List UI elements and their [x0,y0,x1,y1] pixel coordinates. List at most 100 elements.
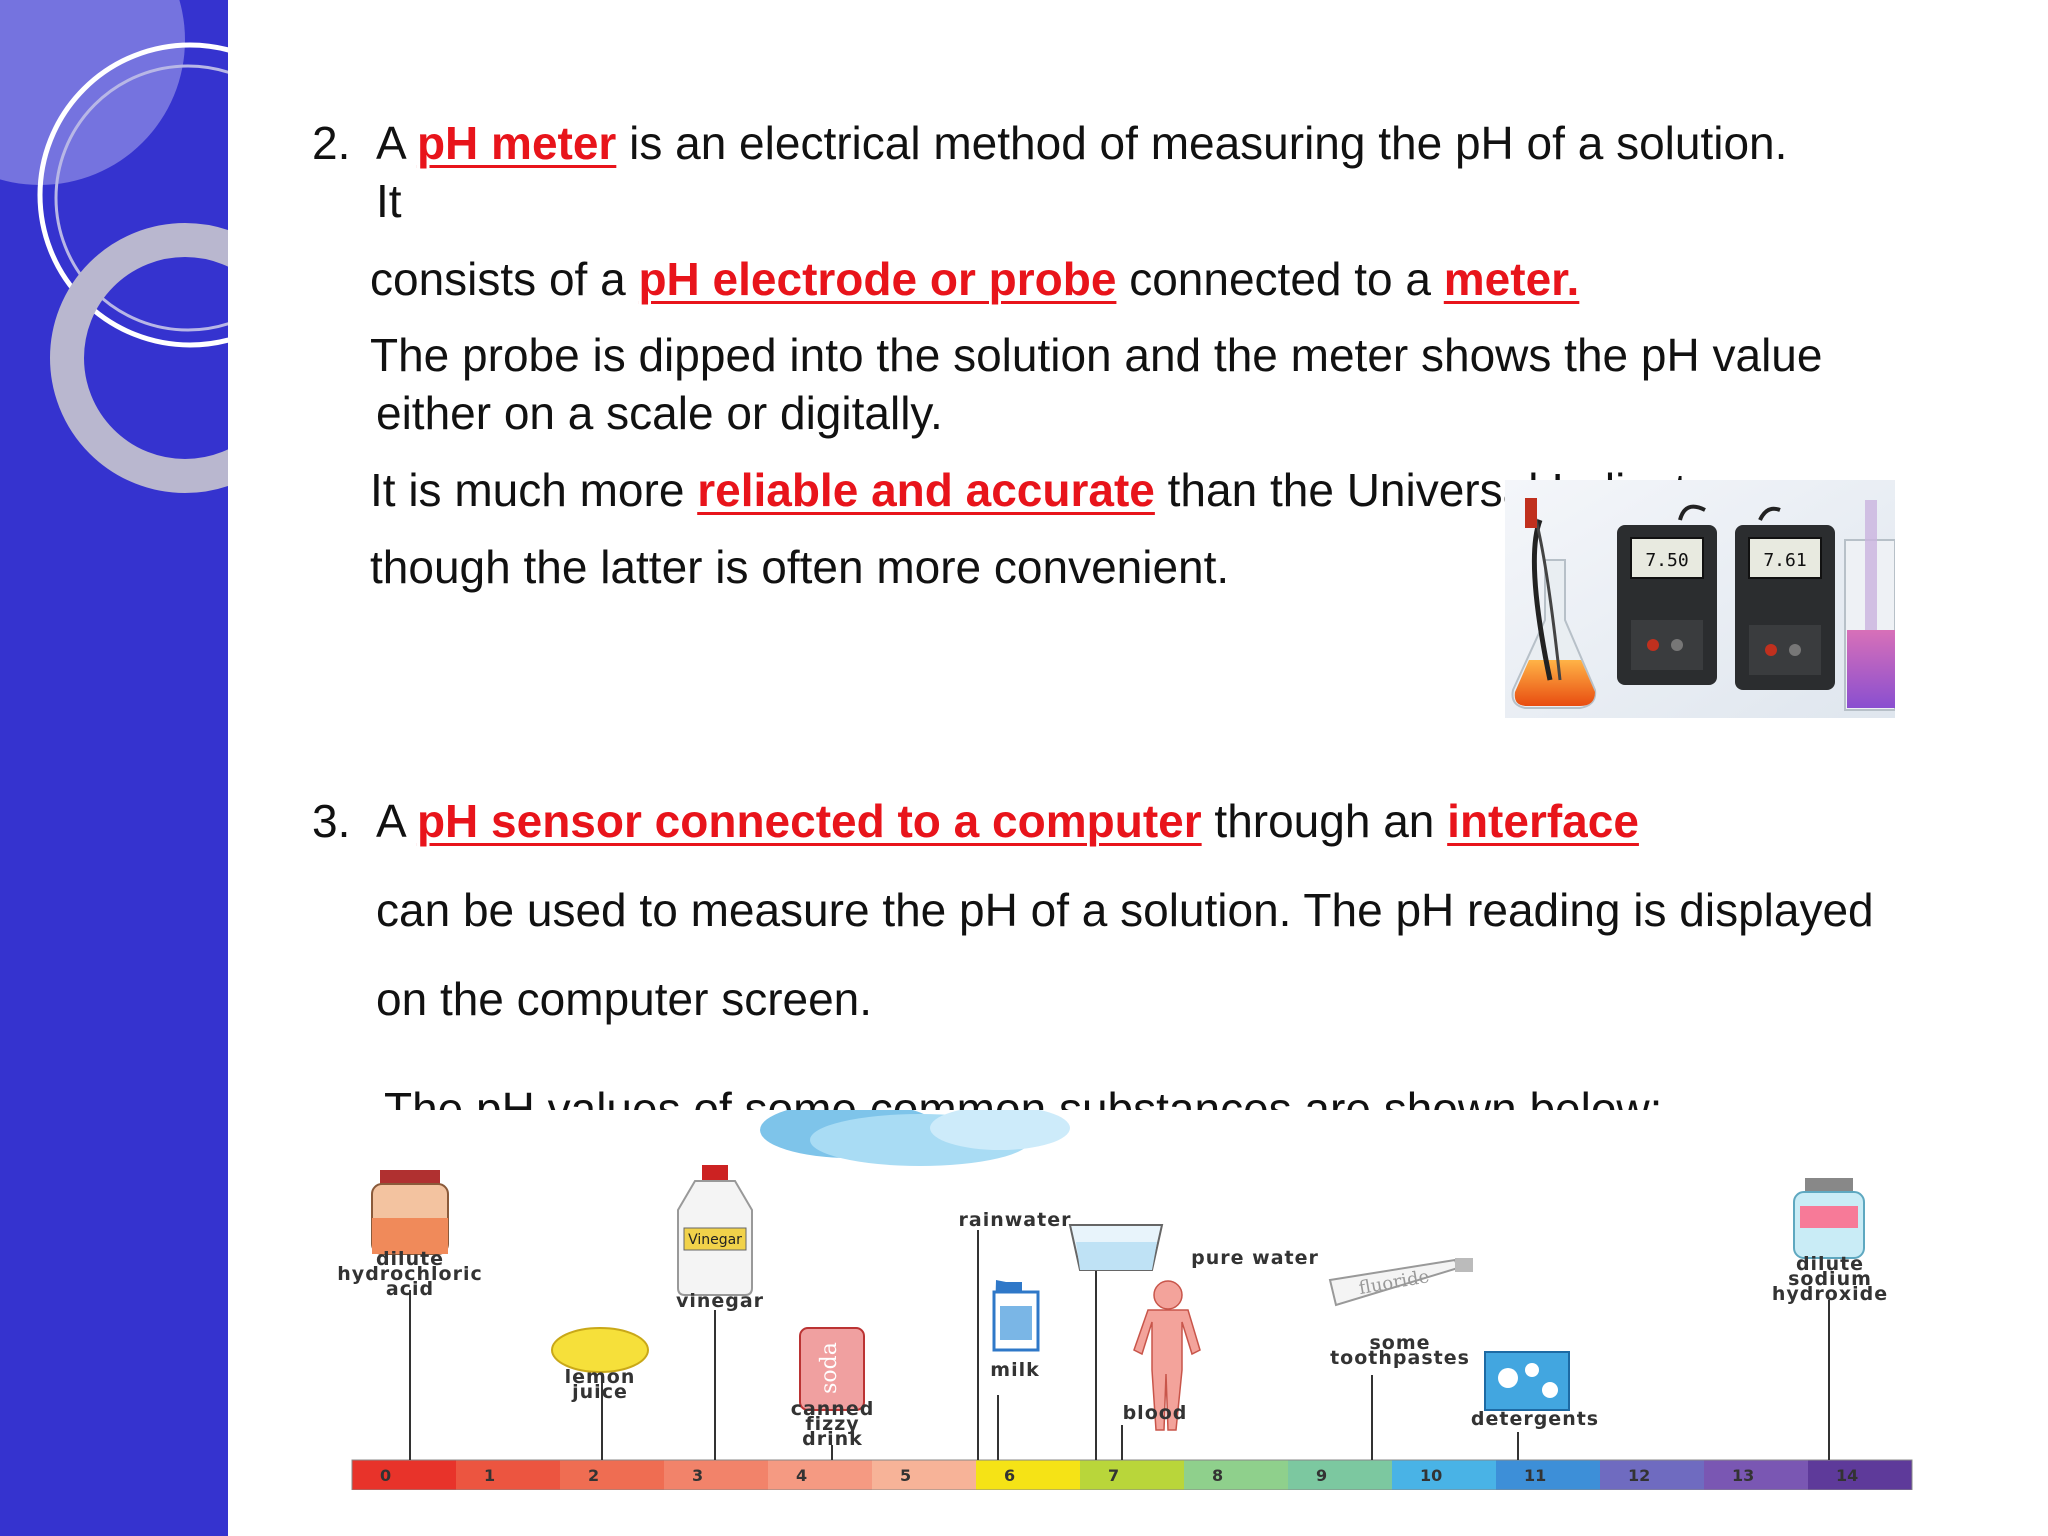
ph-tick-8: 8 [1212,1466,1223,1485]
label-lemon-line: lemon [564,1366,636,1388]
meter-2-reading: 7.61 [1763,550,1806,571]
decorative-circles [0,0,228,493]
item3-text: through an [1201,795,1448,847]
caption-text: The pH values of some common substances … [384,1083,1663,1110]
ph-tick-7: 7 [1108,1466,1119,1485]
item2-text: connected to a [1116,253,1444,305]
item3-number: 3. [312,795,351,847]
label-hcl-line: dilute [375,1248,445,1270]
ph-tick-1: 1 [484,1466,495,1485]
label-blood: blood [1122,1402,1188,1424]
item3-line3: on the computer screen. [376,973,873,1025]
ph-tick-3: 3 [692,1466,703,1485]
meter-1: 7.50 [1617,504,1717,685]
label-naoh-line: dilute [1795,1253,1865,1275]
decorative-sidebar [0,0,228,1536]
ph-tick-12: 12 [1628,1466,1650,1485]
milk-carton-icon [992,1280,1040,1352]
item2-line4: The probe is dipped into the solution an… [370,329,1823,381]
vinegar-bottle-icon: Vinegar [677,1165,753,1296]
item2-text: consists of a [370,253,639,305]
ph-tick-11: 11 [1524,1466,1546,1485]
ph-tick-2: 2 [588,1466,599,1485]
highlight-ph-meter: pH meter [416,117,617,169]
label-milk: milk [990,1359,1040,1381]
item3-line2: can be used to measure the pH of a solut… [376,884,1874,936]
pointer-lines [409,1230,1830,1460]
cloud-icon [760,1102,1070,1166]
ph-segment-1 [456,1460,561,1490]
ph-tick-4: 4 [796,1466,807,1485]
item2-number: 2. [312,117,351,169]
hcl-bottle-icon [371,1170,449,1255]
ph-color-bar [351,1459,1913,1491]
ph-segment-4 [768,1460,873,1490]
item2-text: A [376,117,417,169]
item2-text: is an electrical method of measuring the… [616,117,1788,169]
label-lemon-line: juice [572,1381,628,1403]
vinegar-label: Vinegar [688,1232,742,1248]
item3-text: A [376,795,417,847]
item2-line1: 2. A pH meter is an electrical method of … [312,114,1787,172]
item2-line3: consists of a pH electrode or probe conn… [370,250,1579,308]
label-toothpaste-line: some [1369,1332,1431,1354]
item2-text: It is much more [370,464,698,516]
ph-segment-9 [1288,1460,1393,1490]
detergent-box-icon [1484,1351,1570,1411]
label-soda: canned fizzy drink [770,1400,895,1450]
item2-line5: either on a scale or digitally. [376,387,943,439]
label-rainwater: rainwater [958,1209,1072,1231]
soda-can-icon: soda [799,1327,865,1411]
ph-segment-7 [1080,1460,1185,1490]
item2-line7: though the latter is often more convenie… [370,541,1230,593]
ph-tick-6: 6 [1004,1466,1015,1485]
caption: The pH values of some common substances … [384,1082,1704,1110]
ph-tick-13: 13 [1732,1466,1754,1485]
meter-1-reading: 7.50 [1645,550,1688,571]
label-toothpaste-line: toothpastes [1330,1347,1470,1369]
ph-meter-photo: 7.50 7.61 [1505,480,1895,718]
highlight-ph-electrode: pH electrode or probe [638,253,1117,305]
label-naoh-line: hydroxide [1771,1283,1889,1305]
label-hcl: dilute hydrochloric acid [310,1248,510,1300]
soda-label: soda [817,1342,842,1394]
label-vinegar: vinegar [675,1290,765,1312]
ph-segment-14 [1808,1460,1913,1490]
item2-line6: It is much more reliable and accurate th… [370,461,1728,519]
ph-segment-11 [1496,1460,1601,1490]
label-soda-line: fizzy [805,1413,860,1435]
ph-segment-5 [872,1460,977,1490]
human-figure-icon [1133,1280,1201,1431]
ph-tick-14: 14 [1836,1466,1858,1485]
lemon-icon [551,1327,649,1373]
ph-segment-3 [664,1460,769,1490]
ph-segment-13 [1704,1460,1809,1490]
label-naoh-line: sodium [1788,1268,1872,1290]
label-detergents: detergents [1470,1408,1600,1430]
label-soda-line: drink [802,1428,863,1450]
label-pure-water: pure water [1191,1247,1319,1269]
highlight-interface: interface [1447,795,1639,847]
ph-tick-5: 5 [900,1466,911,1485]
ph-tick-10: 10 [1420,1466,1442,1485]
ph-meters-illustration: 7.50 7.61 [1505,480,1895,718]
water-glass-icon [1068,1224,1164,1271]
ph-segment-10 [1392,1460,1497,1490]
ph-segment-2 [560,1460,665,1490]
item2-line2: It [376,175,402,227]
ph-tick-0: 0 [380,1466,391,1485]
ph-tick-9: 9 [1316,1466,1327,1485]
ph-segment-6 [976,1460,1081,1490]
item3-line1: 3. A pH sensor connected to a computer th… [312,792,1639,850]
ph-segment-8 [1184,1460,1289,1490]
label-toothpaste: some toothpastes [1310,1332,1490,1369]
label-hcl-line: acid [385,1278,435,1300]
label-naoh: dilute sodium hydroxide [1750,1253,1910,1305]
label-hcl-line: hydrochloric [337,1263,483,1285]
ph-segment-12 [1600,1460,1705,1490]
highlight-reliable: reliable and accurate [697,464,1155,516]
highlight-ph-sensor: pH sensor connected to a computer [416,795,1202,847]
